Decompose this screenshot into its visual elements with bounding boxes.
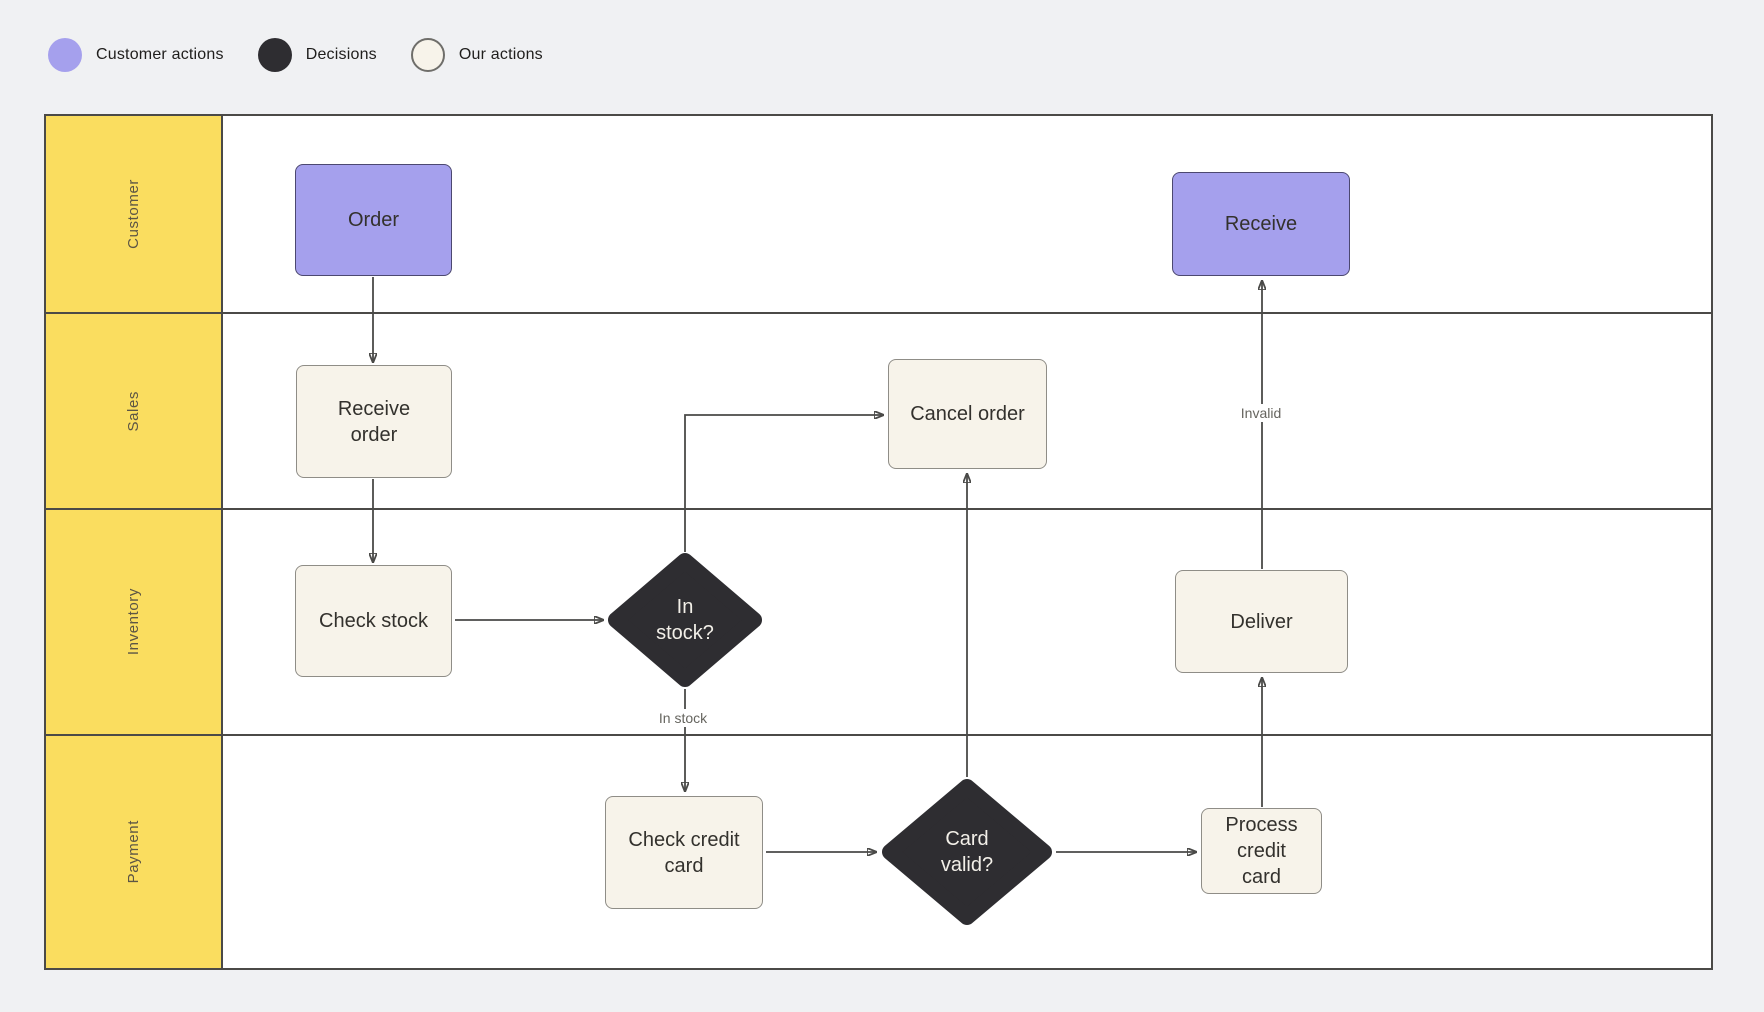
lane-header-inventory: Inventory (46, 510, 223, 734)
legend-item-customer-actions: Customer actions (48, 38, 224, 72)
node-label: Receive order (337, 397, 411, 446)
node-receive[interactable]: Receive (1172, 172, 1350, 276)
lane-label: Sales (125, 390, 142, 432)
decision-card-valid[interactable]: Card valid? (881, 778, 1053, 926)
legend-label: Our actions (458, 46, 543, 63)
legend-label: Decisions (305, 46, 377, 63)
node-label: Check credit card (628, 828, 740, 877)
node-label: Check stock (319, 610, 428, 632)
lane-header-customer: Customer (46, 116, 223, 312)
legend-item-decisions: Decisions (257, 38, 377, 72)
decision-in-stock[interactable]: In stock? (607, 552, 763, 688)
node-label: Cancel order (910, 403, 1025, 425)
node-label: Order (347, 209, 400, 231)
legend: Customer actions Decisions Our actions (48, 38, 543, 72)
diamond-shape-icon (608, 553, 762, 687)
node-label: Process credit card (1225, 814, 1298, 888)
node-label: Deliver (1230, 610, 1293, 633)
node-order[interactable]: Order (295, 164, 452, 276)
node-deliver[interactable]: Deliver (1175, 570, 1348, 673)
node-receive-order[interactable]: Receive order (296, 365, 452, 478)
lane-label: Inventory (125, 588, 142, 656)
edge-label-invalid: Invalid (1236, 404, 1286, 422)
customer-actions-swatch-icon (48, 38, 82, 72)
lane-header-payment: Payment (46, 736, 223, 968)
lane-customer: Customer (46, 116, 1711, 314)
lane-body-customer (223, 116, 1711, 312)
legend-label: Customer actions (96, 46, 224, 63)
lane-label: Payment (125, 820, 142, 884)
lane-payment: Payment (46, 736, 1711, 968)
node-cancel-order[interactable]: Cancel order (888, 359, 1047, 469)
node-process-credit-card[interactable]: Process credit card (1201, 808, 1322, 894)
diamond-shape-icon (882, 779, 1052, 925)
node-check-credit-card[interactable]: Check credit card (605, 796, 763, 909)
lane-label: Customer (125, 179, 142, 249)
legend-item-our-actions: Our actions (410, 38, 543, 72)
node-label: Card valid? (940, 828, 994, 876)
our-actions-swatch-icon (410, 38, 445, 72)
decisions-swatch-icon (257, 38, 292, 72)
lane-header-sales: Sales (46, 314, 223, 508)
node-label: In stock? (656, 596, 714, 644)
node-check-stock[interactable]: Check stock (295, 565, 452, 677)
edge-label-in-stock: In stock (654, 709, 712, 727)
node-label: Receive (1224, 213, 1298, 235)
